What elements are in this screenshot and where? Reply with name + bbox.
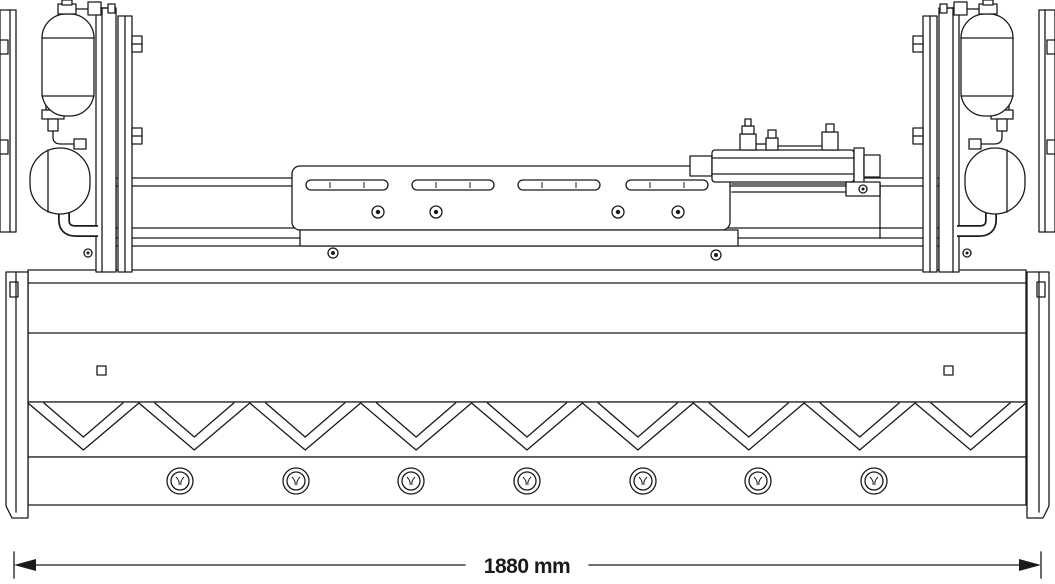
- blade-bolt: [282, 467, 310, 495]
- blade-bolt: [744, 467, 772, 495]
- left-hydraulic-assembly: [0, 0, 142, 272]
- left-end-plate: [5, 271, 29, 519]
- serrated-edge-section: [27, 401, 1027, 458]
- bottom-blade-bar: [27, 456, 1027, 506]
- hydraulic-fittings: [739, 118, 839, 151]
- angling-hydraulic-cylinder: [689, 118, 881, 239]
- blade-body: [27, 269, 1027, 403]
- right-hydraulic-assembly: [913, 0, 1055, 272]
- dimension-label: 1880 mm: [484, 555, 570, 578]
- blade-bolt: [166, 467, 194, 495]
- dimension-arrow-left: [14, 559, 36, 571]
- blade-bolt: [860, 467, 888, 495]
- blade-bolt: [397, 467, 425, 495]
- blade-bolt: [513, 467, 541, 495]
- central-slotted-plate: [291, 165, 739, 261]
- dimension-annotation: 1880 mm: [13, 551, 1042, 579]
- dimension-arrow-right: [1019, 559, 1041, 571]
- blade-bolt: [629, 467, 657, 495]
- adjustment-slots: [305, 179, 709, 191]
- plate-bolts: [371, 205, 685, 219]
- right-end-plate: [1026, 271, 1050, 519]
